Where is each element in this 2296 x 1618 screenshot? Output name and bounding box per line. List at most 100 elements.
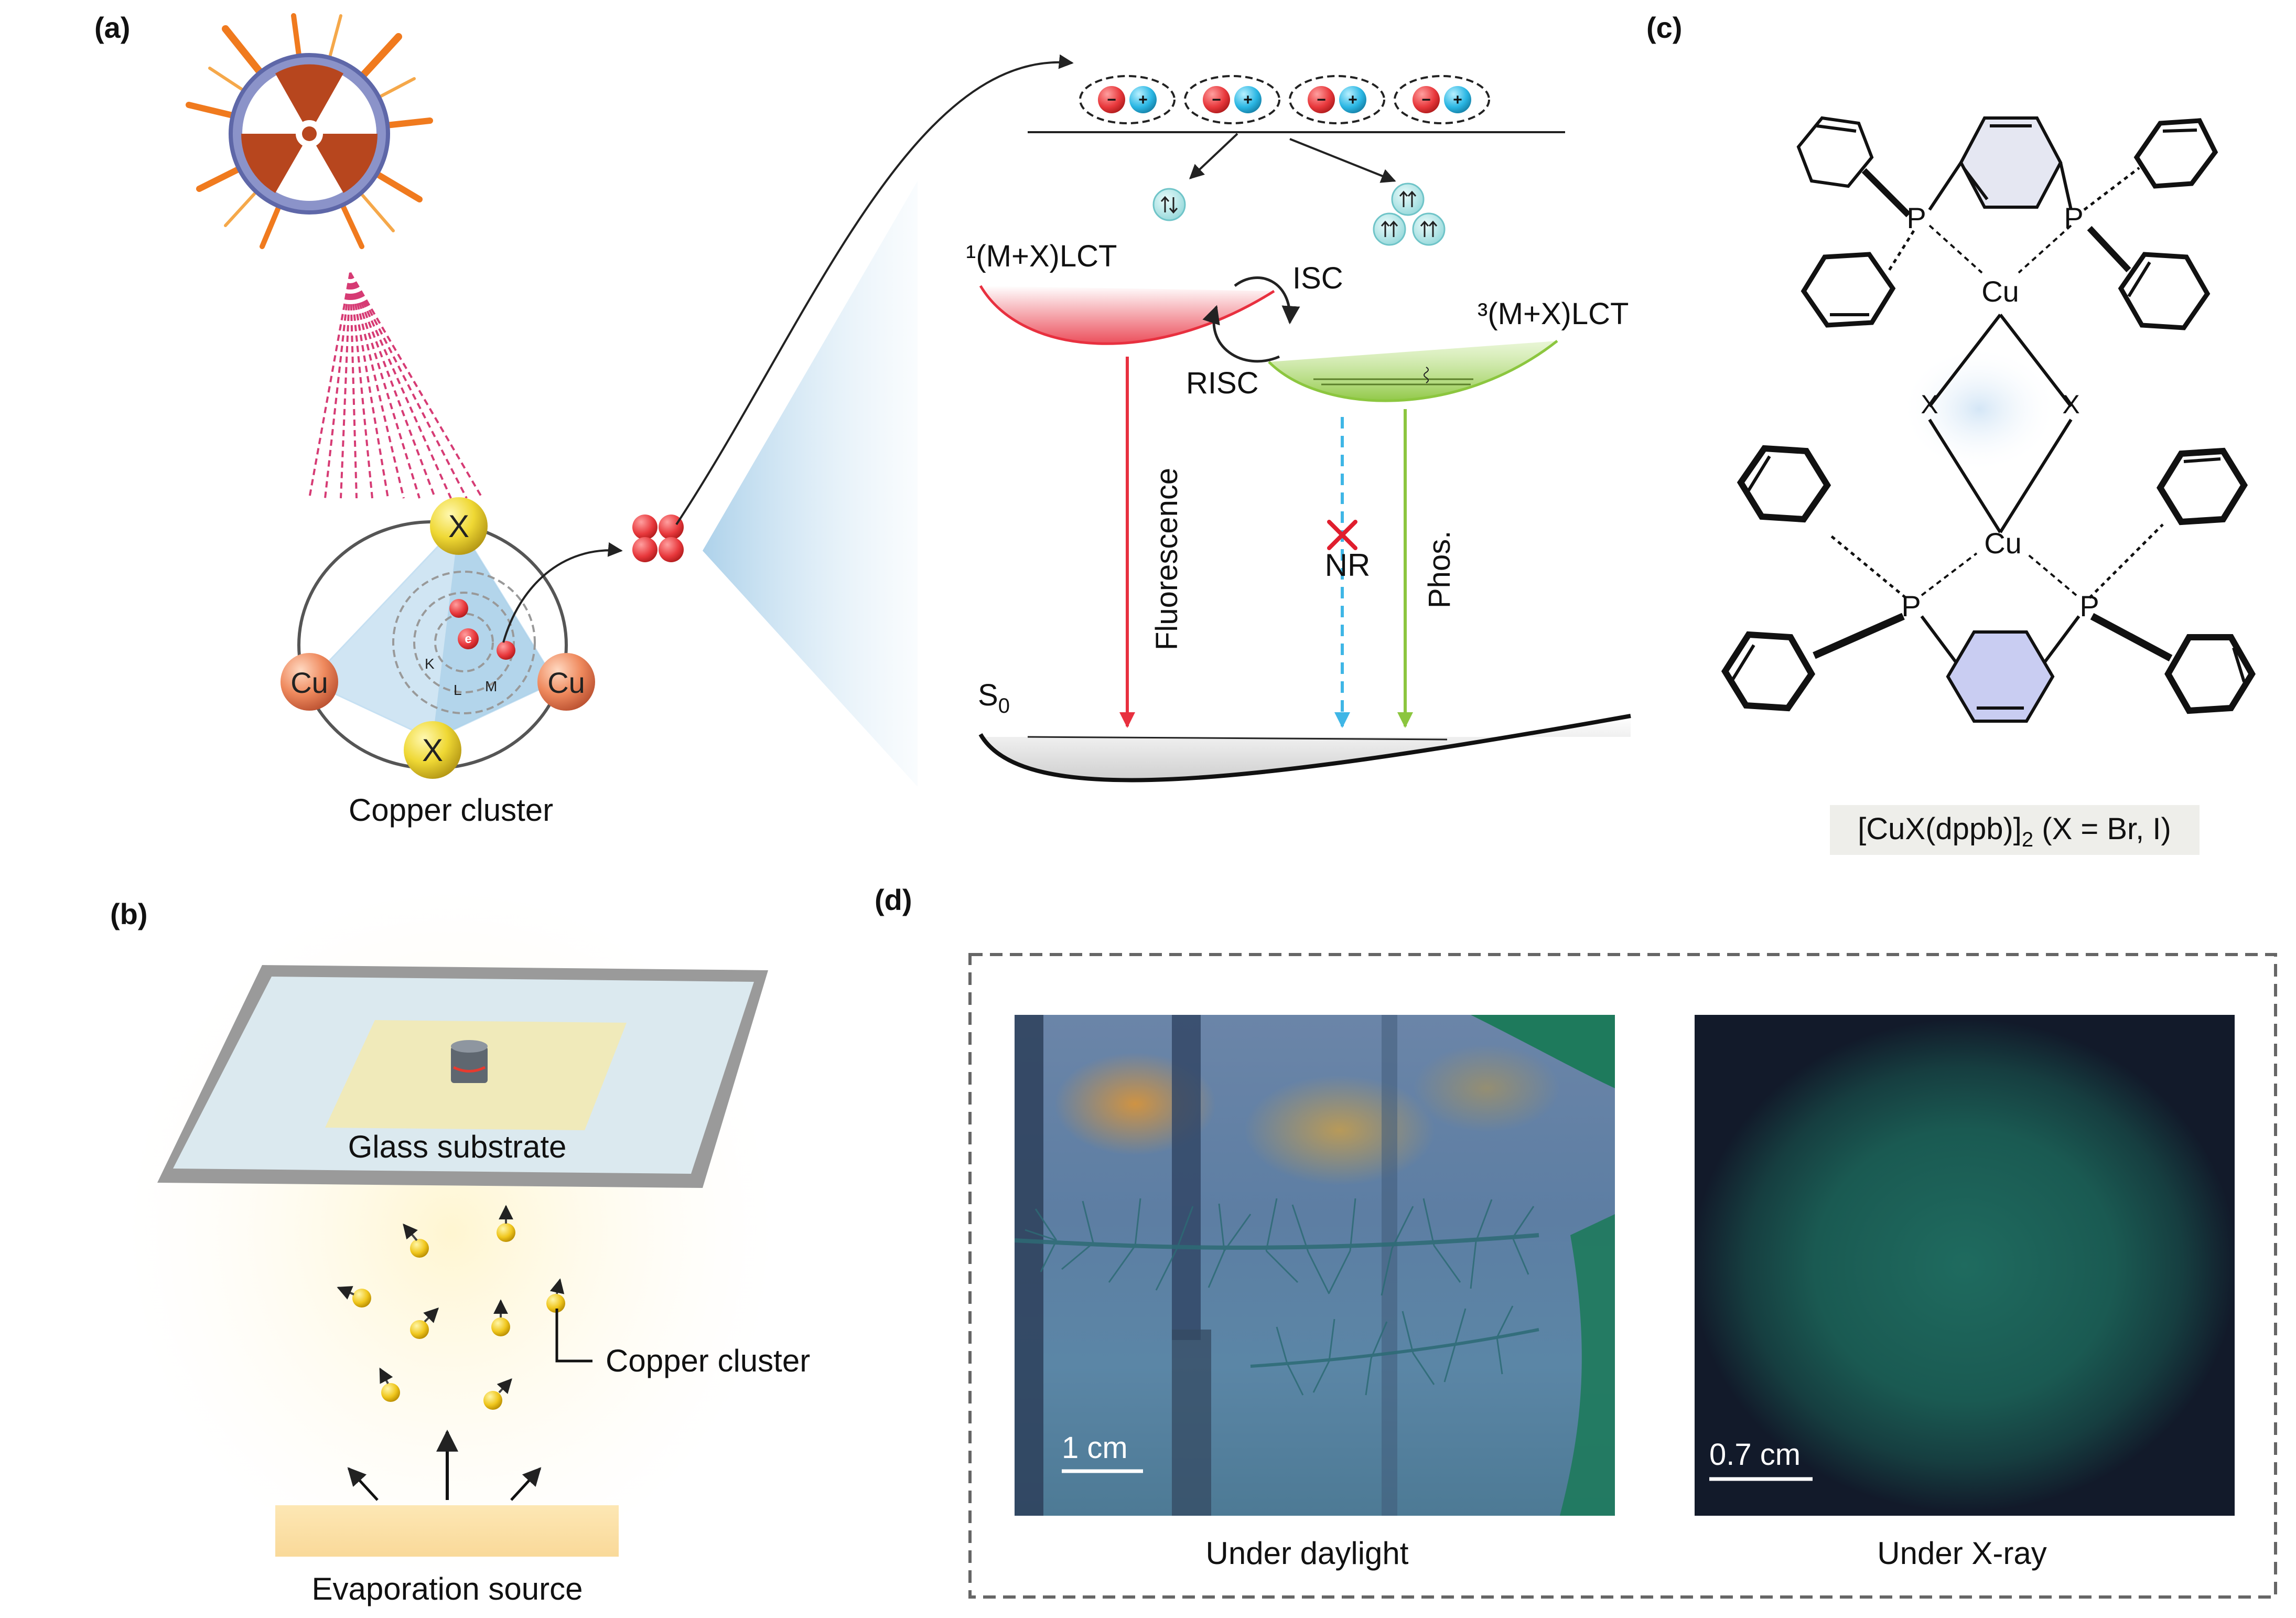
- formula-subscript: 2: [2022, 828, 2033, 851]
- evaporation-arrow-right: [510, 1467, 542, 1501]
- isc-label: ISC: [1292, 261, 1343, 295]
- daylight-photo: 1 cm: [1015, 1015, 1615, 1516]
- complex-formula: [CuX(dppb)]2 (X = Br, I): [1858, 812, 2171, 851]
- evaporation-arrow-left: [347, 1467, 379, 1501]
- exciton-pair: [1079, 75, 1176, 124]
- electron-charge-2: −: [1212, 91, 1221, 109]
- electron-charge-1: −: [1107, 91, 1116, 109]
- copper-cluster-diagram: e K L M X X Cu Cu: [281, 497, 595, 779]
- triplet-well-curve: [1268, 340, 1558, 402]
- shell-label-m: M: [485, 678, 497, 694]
- ground-state-curve: [978, 714, 1631, 783]
- ground-state-line: [1027, 736, 1448, 741]
- cluster-particle: [491, 1299, 510, 1336]
- cluster-to-electrons-arrow: [502, 542, 623, 643]
- evaporation-source: [275, 1505, 619, 1557]
- triplet-relaxation-squiggle: [1424, 367, 1429, 383]
- ground-state-label: S0: [978, 678, 1010, 717]
- triplet-split-arrow: [1289, 138, 1396, 183]
- nonradiative-label: NR: [1325, 548, 1371, 583]
- isc-arrow: [1234, 276, 1300, 325]
- panel-label-b: (b): [110, 897, 148, 930]
- cluster-particle: [403, 1223, 429, 1258]
- glass-substrate: [157, 965, 768, 1188]
- dppb-structure: [1721, 116, 2256, 723]
- panel-d-frame: [968, 953, 2277, 1599]
- atom-cu-top: Cu: [1981, 275, 2019, 308]
- atom-label-cu-right: Cu: [547, 666, 585, 699]
- formula-highlight: [1830, 805, 2200, 855]
- triplet-spin-icon: [1373, 183, 1446, 246]
- electrons-to-excitons-arrow: [675, 54, 1074, 526]
- panel-label-d: (d): [875, 883, 912, 916]
- atom-p-top-right: P: [2064, 201, 2083, 234]
- atom-p-top-left: P: [1906, 201, 1926, 234]
- risc-label: RISC: [1186, 366, 1259, 400]
- electron-charge-4: −: [1421, 91, 1431, 109]
- cluster-particle: [410, 1308, 439, 1339]
- scale-bar-daylight: 1 cm: [1062, 1431, 1128, 1465]
- electron-charge-3: −: [1317, 91, 1326, 109]
- exciton-pair: [1289, 75, 1385, 124]
- panel-label-a: (a): [94, 11, 130, 44]
- cluster-particle: [497, 1205, 515, 1242]
- scale-bar-xray: 0.7 cm: [1709, 1438, 1801, 1472]
- atom-label-x-top: X: [448, 509, 469, 544]
- triplet-well: [1269, 341, 1557, 401]
- zoom-beam: [703, 181, 918, 787]
- core-shading: [1901, 346, 2058, 472]
- singlet-split-arrow: [1189, 133, 1238, 179]
- risc-arrow: [1202, 305, 1280, 363]
- singlet-state-label: ¹(M+X)LCT: [966, 239, 1117, 273]
- triplet-state-label: ³(M+X)LCT: [1478, 297, 1629, 331]
- electron-group: [632, 515, 684, 562]
- evaporated-particles: [337, 1205, 565, 1410]
- evaporation-source-label: Evaporation source: [312, 1571, 583, 1606]
- atom-x-right: X: [2062, 390, 2079, 419]
- atom-label-cu-left: Cu: [290, 666, 328, 699]
- singlet-spin-icon: [1152, 188, 1186, 221]
- hole-charge-3: +: [1348, 91, 1357, 109]
- ground-state-subscript: 0: [998, 694, 1010, 717]
- singlet-well-curve: [979, 285, 1275, 345]
- atom-p-bottom-left: P: [1901, 590, 1921, 623]
- copper-cluster-label: Copper cluster: [606, 1343, 810, 1378]
- xray-source-icon: [186, 13, 433, 249]
- formula-main: [CuX(dppb)]: [1858, 812, 2022, 846]
- shell-label-l: L: [454, 682, 462, 698]
- cluster-particle: [337, 1286, 371, 1308]
- exciton-pair: [1394, 75, 1490, 124]
- shell-label-k: K: [425, 656, 435, 672]
- ground-state-symbol: S: [978, 678, 998, 712]
- daylight-caption: Under daylight: [1206, 1536, 1409, 1571]
- hole-charge-4: +: [1453, 91, 1462, 109]
- hole-charge-2: +: [1243, 91, 1253, 109]
- cluster-particle: [483, 1378, 512, 1410]
- cluster-pointer-line: [555, 1309, 592, 1363]
- glass-substrate-label: Glass substrate: [348, 1129, 567, 1164]
- hole-charge-1: +: [1138, 91, 1148, 109]
- ground-state-well: [980, 716, 1631, 780]
- xray-scale-line: [1709, 1477, 1813, 1481]
- phosphorescence-label: Phos.: [1422, 531, 1457, 608]
- exciton-pairs: − + − + − + − +: [1079, 75, 1490, 124]
- atom-p-bottom-right: P: [2079, 590, 2099, 623]
- panel-label-c: (c): [1646, 11, 1682, 44]
- xray-beam: [308, 272, 483, 499]
- formula-tail: (X = Br, I): [2033, 812, 2171, 846]
- electron-glyph: e: [465, 632, 471, 646]
- fluorescence-label: Fluorescence: [1150, 468, 1184, 650]
- atom-label-x-bottom: X: [422, 733, 443, 768]
- singlet-well: [980, 286, 1274, 344]
- atom-x-left: X: [1921, 390, 1938, 419]
- xray-caption: Under X-ray: [1877, 1536, 2046, 1571]
- atom-cu-bottom: Cu: [1984, 527, 2022, 560]
- cluster-particle: [379, 1367, 400, 1402]
- exciton-pair: [1184, 75, 1280, 124]
- cluster-particle: [546, 1278, 565, 1313]
- xray-photo: 0.7 cm: [1695, 1015, 2235, 1516]
- copper-cluster-caption: Copper cluster: [349, 792, 553, 828]
- pine-scene: [1015, 1015, 1615, 1516]
- nonradiative-blocked-icon: [1327, 520, 1357, 550]
